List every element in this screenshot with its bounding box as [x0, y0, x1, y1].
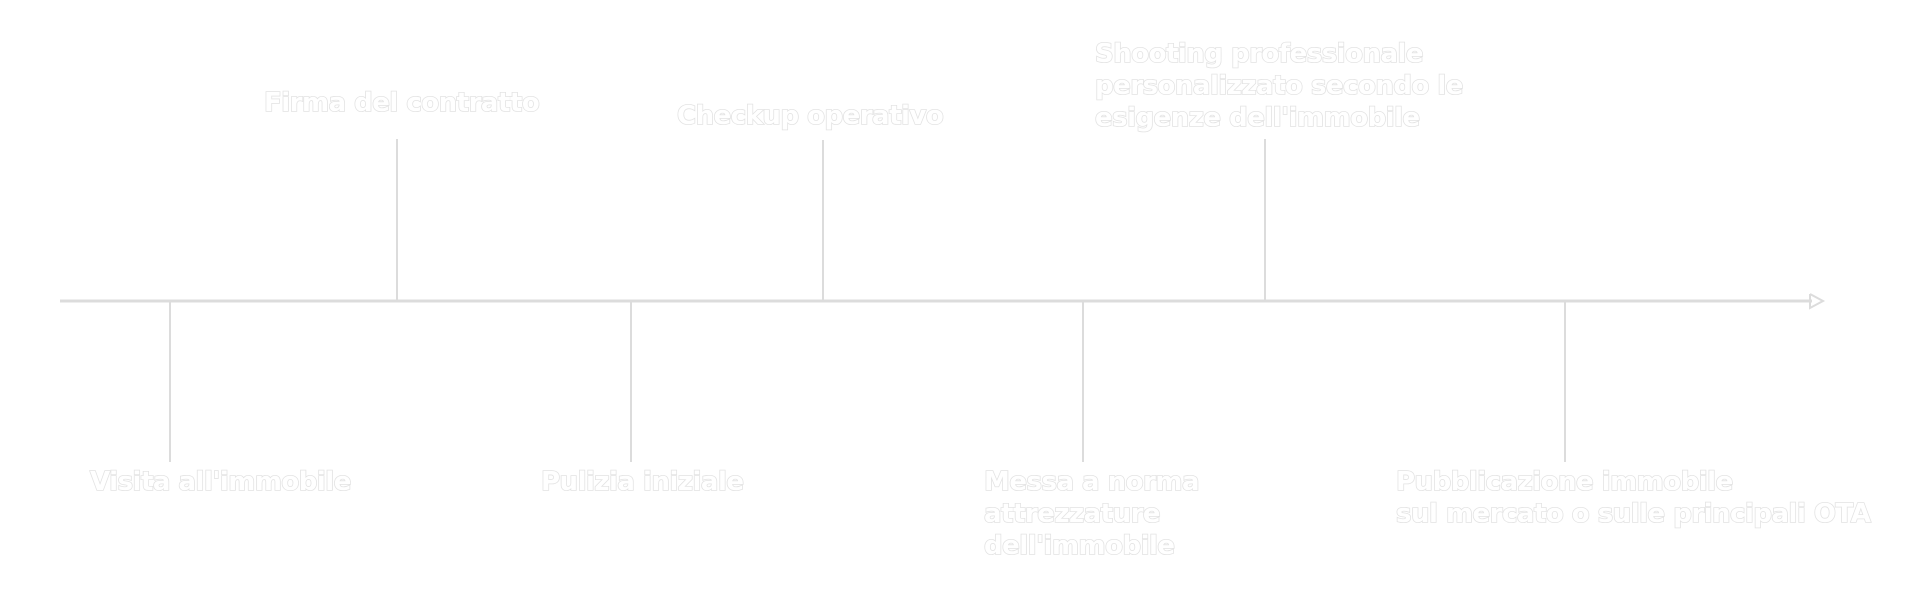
timeline-label-line: sul mercato o sulle principali OTA [1395, 498, 1871, 530]
timeline-arrow-head [1809, 293, 1826, 310]
timeline-ticks [169, 139, 1566, 462]
timeline-label-checkup: Checkup operativo [676, 100, 944, 132]
timeline-label-line: Pulizia iniziale [540, 466, 745, 498]
timeline-label-visita: Visita all'immobile [89, 466, 352, 498]
timeline-label-line: personalizzato secondo le [1094, 70, 1464, 102]
timeline-label-pulizia: Pulizia iniziale [540, 466, 745, 498]
timeline-label-line: Messa a norma [983, 466, 1200, 498]
timeline-label-line: Pubblicazione immobile [1395, 466, 1734, 498]
timeline-label-firma: Firma del contratto [263, 87, 540, 119]
timeline-label-line: Visita all'immobile [89, 466, 352, 498]
timeline-label-line: Firma del contratto [263, 87, 540, 119]
timeline-label-line: Checkup operativo [676, 100, 944, 132]
timeline-label-line: dell'immobile [983, 530, 1176, 562]
timeline-label-line: Shooting professionale [1094, 38, 1424, 70]
timeline-label-line: attrezzature [983, 498, 1161, 530]
timeline-label-line: esigenze dell'immobile [1094, 102, 1421, 134]
